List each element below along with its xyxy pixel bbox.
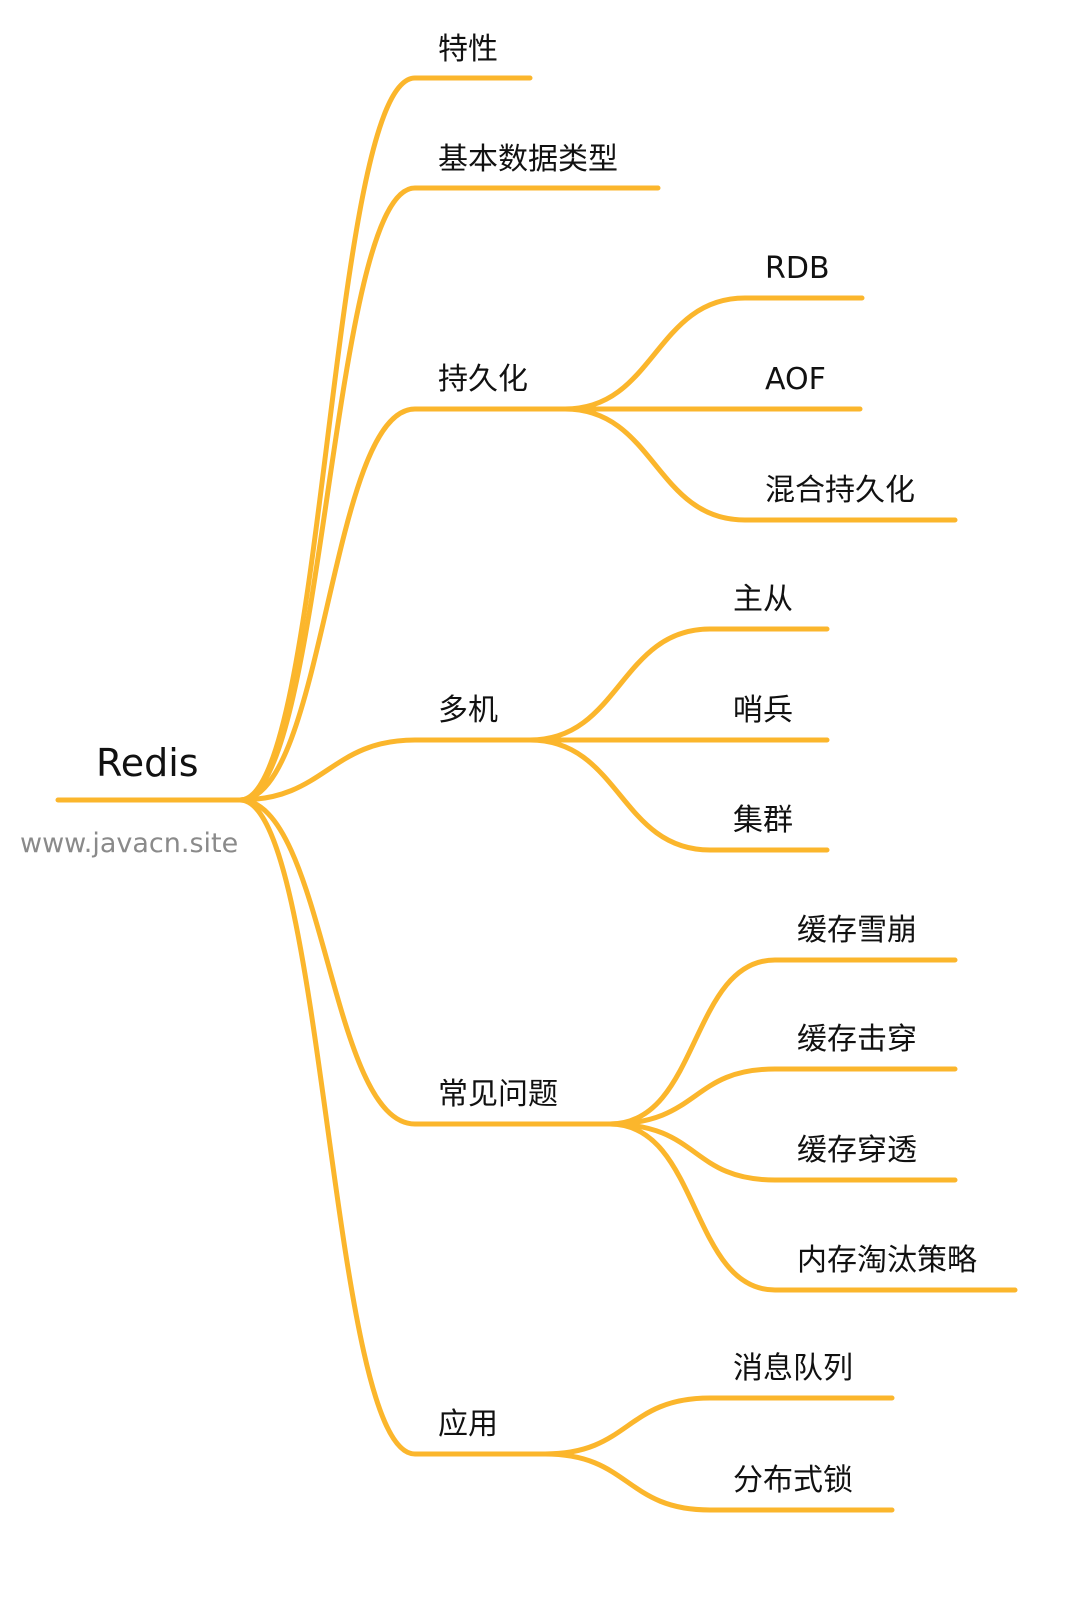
node-sentinel: 哨兵: [733, 693, 793, 728]
node-multi-machine: 多机: [438, 693, 498, 728]
link-root-1: [237, 75, 533, 803]
node-cache-penetration: 缓存穿透: [797, 1133, 917, 1168]
node-basic-types: 基本数据类型: [438, 142, 618, 177]
node-eviction-policy: 内存淘汰策略: [797, 1243, 977, 1278]
link-issue-avalanche: [607, 957, 958, 1127]
link-issue-breakdown: [607, 1066, 958, 1127]
node-rdb: RDB: [765, 251, 830, 286]
link-app-mq: [542, 1395, 895, 1457]
node-cache-avalanche: 缓存雪崩: [797, 913, 917, 948]
link-root-4: [237, 737, 533, 803]
node-labels: Redis www.javacn.site 特性 基本数据类型 持久化 多机 常…: [20, 32, 977, 1498]
node-cache-breakdown: 缓存击穿: [797, 1022, 917, 1057]
link-root-2: [237, 185, 661, 803]
link-root-3: [237, 406, 568, 803]
watermark-text: www.javacn.site: [20, 828, 238, 859]
node-distributed-lock: 分布式锁: [733, 1463, 853, 1498]
link-multi-cluster: [527, 737, 830, 853]
branch-lines: [55, 75, 1018, 1513]
node-aof: AOF: [765, 362, 826, 397]
node-master-slave: 主从: [733, 582, 793, 617]
link-persist-rdb: [562, 295, 865, 412]
link-issue-eviction: [607, 1121, 1018, 1293]
node-features: 特性: [438, 32, 498, 67]
link-root-5: [237, 797, 613, 1127]
root-node-label: Redis: [96, 741, 199, 785]
link-multi-master: [527, 626, 830, 743]
node-cluster: 集群: [733, 803, 793, 838]
node-mixed-persistence: 混合持久化: [765, 473, 915, 508]
link-issue-penetration: [607, 1121, 958, 1183]
node-applications: 应用: [438, 1407, 498, 1442]
link-persist-mixed: [562, 406, 958, 523]
link-root-6: [237, 797, 548, 1457]
node-persistence: 持久化: [438, 362, 528, 397]
node-common-issues: 常见问题: [438, 1077, 558, 1112]
link-app-lock: [542, 1451, 895, 1513]
node-message-queue: 消息队列: [733, 1351, 853, 1386]
